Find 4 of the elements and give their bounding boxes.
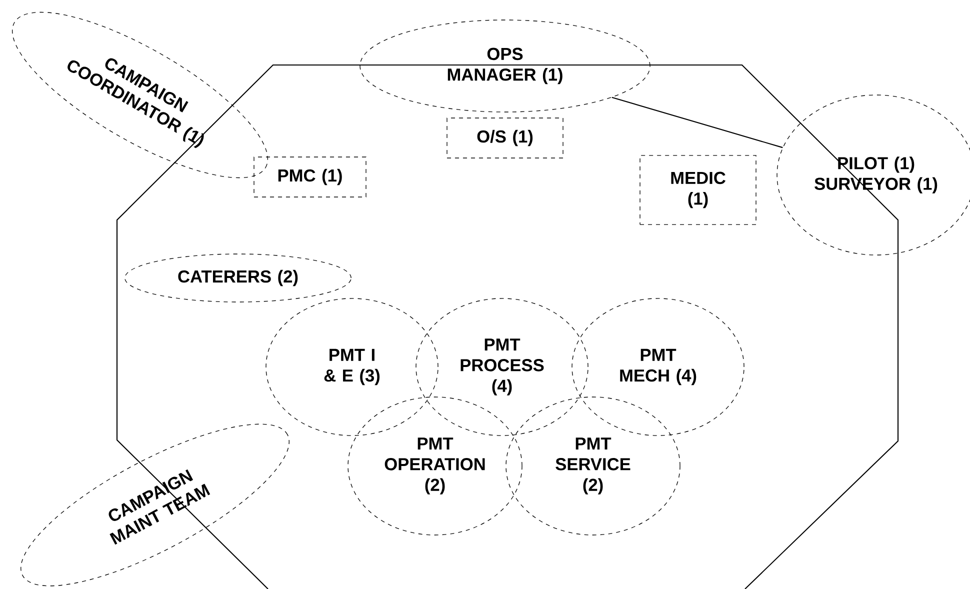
role-box: MEDIC (1) bbox=[640, 155, 756, 225]
role-box: O/S (1) bbox=[446, 118, 564, 158]
connector-line bbox=[612, 96, 783, 148]
role-box: PMC (1) bbox=[254, 156, 366, 198]
